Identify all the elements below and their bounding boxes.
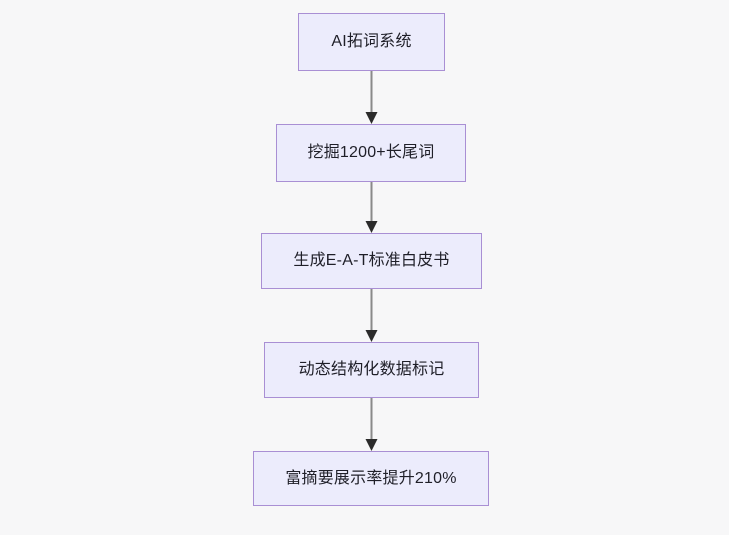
flow-node-rich-snippet-impression-lift[interactable]: 富摘要展示率提升210%	[253, 451, 489, 506]
flow-node-generate-eat-whitepaper[interactable]: 生成E-A-T标准白皮书	[261, 233, 482, 289]
arrowhead-icon	[365, 439, 378, 451]
flow-node-label: 挖掘1200+长尾词	[307, 144, 435, 162]
arrowhead-icon	[365, 112, 378, 124]
arrowhead-icon	[365, 221, 378, 233]
flow-node-label: 生成E-A-T标准白皮书	[293, 252, 450, 270]
edge-node2-node3	[365, 182, 378, 233]
flow-node-label: AI拓词系统	[331, 33, 412, 51]
flow-node-ai-keyword-system[interactable]: AI拓词系统	[298, 13, 445, 71]
flow-node-label: 富摘要展示率提升210%	[285, 469, 457, 487]
edge-node1-node2	[365, 71, 378, 124]
flow-node-mine-longtail-keywords[interactable]: 挖掘1200+长尾词	[276, 124, 466, 182]
edge-node4-node5	[365, 398, 378, 451]
arrowhead-icon	[365, 330, 378, 342]
flow-node-label: 动态结构化数据标记	[298, 361, 445, 379]
edge-node3-node4	[365, 289, 378, 342]
flow-node-dynamic-structured-data-markup[interactable]: 动态结构化数据标记	[264, 342, 479, 398]
